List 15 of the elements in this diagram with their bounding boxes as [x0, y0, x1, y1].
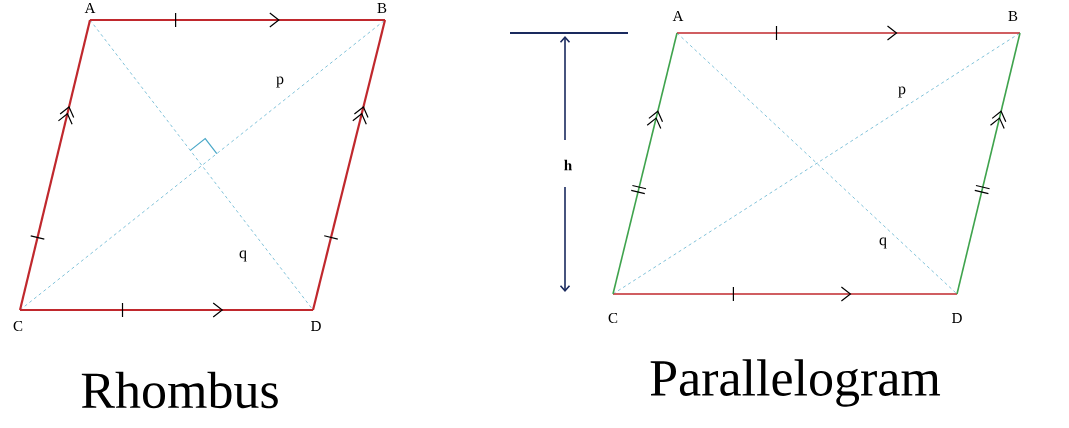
vertex-label: D: [311, 321, 321, 331]
diagonal-label: p: [276, 76, 284, 88]
vertex-label: B: [377, 3, 387, 13]
shape-title: Rhombus: [81, 371, 278, 409]
diagonal-label: q: [879, 237, 887, 249]
diagonal-label: q: [239, 250, 247, 262]
diagonal-label: p: [898, 86, 906, 98]
vertex-label: B: [1008, 11, 1018, 21]
shape-title: Parallelogram: [650, 359, 941, 407]
vertex-label: A: [84, 3, 96, 13]
height-label: h: [564, 159, 572, 171]
vertex-label: A: [672, 11, 684, 21]
vertex-label: C: [608, 312, 618, 323]
vertex-label: D: [952, 313, 962, 323]
vertex-label: C: [13, 320, 23, 331]
